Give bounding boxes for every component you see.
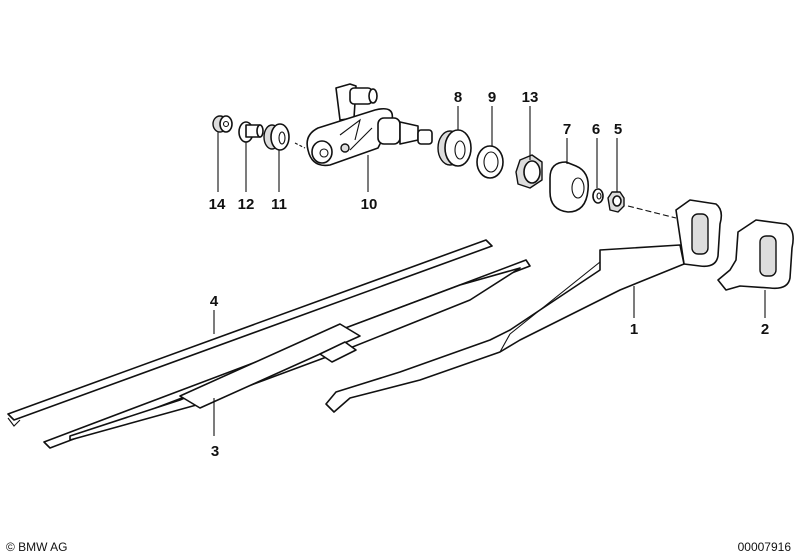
label-4: 4 [210, 293, 219, 310]
part-9-washer[interactable] [476, 145, 504, 179]
part-14-nut[interactable] [212, 115, 233, 133]
part-11-grommet[interactable] [263, 123, 290, 151]
part-3-wiper-blade[interactable] [43, 259, 531, 449]
part-12-bushing[interactable] [238, 121, 264, 143]
label-7: 7 [563, 121, 571, 138]
label-1: 1 [630, 321, 638, 338]
label-12: 12 [238, 196, 255, 213]
part-1-wiper-arm[interactable] [325, 199, 723, 413]
part-7-cap[interactable] [549, 161, 590, 213]
label-6: 6 [592, 121, 600, 138]
part-13-hex-nut[interactable] [515, 154, 543, 189]
part-4-wiper-refill[interactable] [7, 239, 493, 427]
part-10-wiper-drive-linkage[interactable] [306, 83, 433, 167]
part-8-seal[interactable] [437, 129, 472, 167]
part-5-nut[interactable] [607, 191, 625, 213]
leader-lines [213, 106, 766, 436]
label-11: 11 [271, 196, 287, 213]
label-14: 14 [209, 196, 226, 213]
label-2: 2 [761, 321, 769, 338]
label-13: 13 [522, 89, 539, 106]
part-6-washer[interactable] [592, 188, 604, 204]
label-10: 10 [361, 196, 378, 213]
part-2-arm-cover[interactable] [717, 219, 794, 291]
label-3: 3 [211, 443, 219, 460]
label-8: 8 [454, 89, 462, 106]
label-9: 9 [488, 89, 496, 106]
diagram-number: 00007916 [737, 540, 791, 554]
label-5: 5 [614, 121, 622, 138]
copyright-text: © BMW AG [6, 540, 68, 554]
